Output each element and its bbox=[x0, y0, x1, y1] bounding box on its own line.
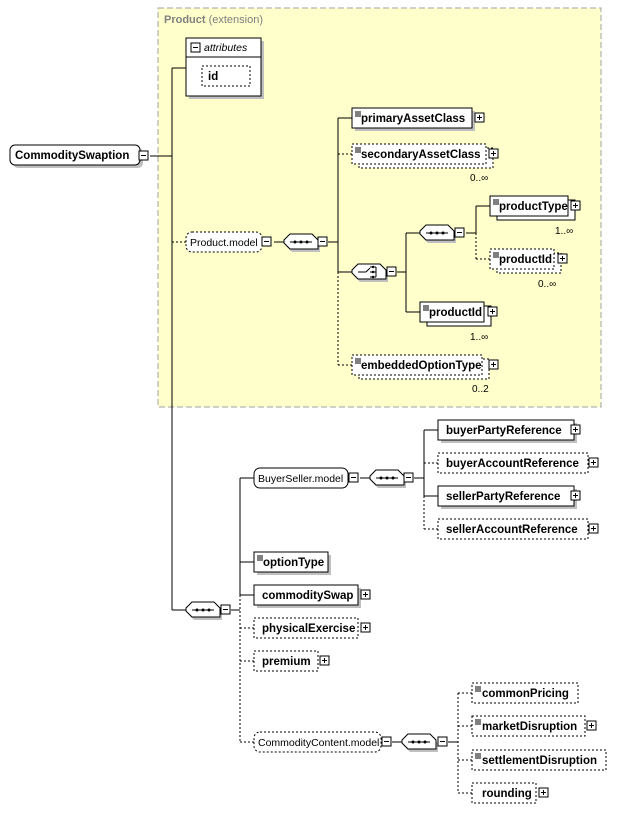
rounding-label: rounding bbox=[482, 788, 532, 800]
element-product-id[interactable]: productId bbox=[419, 301, 492, 327]
root-label: CommoditySwaption bbox=[15, 150, 129, 162]
buyer-seller-model-group[interactable]: BuyerSeller.model bbox=[253, 467, 349, 489]
choice-compositor-icon[interactable] bbox=[351, 263, 388, 282]
commodity-content-model-collapse-toggle[interactable] bbox=[381, 736, 392, 747]
common-pricing-label: commonPricing bbox=[482, 688, 569, 700]
commodity-content-sequence-collapse-toggle[interactable] bbox=[437, 736, 448, 747]
attribute-id-label: id bbox=[208, 71, 218, 83]
main-sequence-collapse-toggle[interactable] bbox=[220, 604, 231, 615]
element-rounding[interactable]: rounding bbox=[471, 782, 537, 804]
extension-subtitle: (extension) bbox=[209, 14, 263, 26]
element-market-disruption[interactable]: marketDisruption bbox=[471, 715, 586, 737]
seller-account-reference-label: sellerAccountReference bbox=[446, 524, 578, 536]
element-product-id-optional[interactable]: productId bbox=[489, 248, 562, 274]
element-embedded-option-type[interactable]: embeddedOptionType bbox=[351, 354, 490, 380]
buyer-account-reference-expand-toggle[interactable] bbox=[588, 457, 599, 468]
product-id-optional-expand-toggle[interactable] bbox=[557, 253, 568, 264]
root-collapse-toggle[interactable] bbox=[138, 150, 149, 161]
inner-sequence-compositor-icon[interactable] bbox=[419, 224, 456, 243]
root-element-commodity-swaption[interactable]: CommoditySwaption bbox=[9, 144, 143, 168]
attribute-id[interactable]: id bbox=[201, 65, 251, 87]
element-commodity-swap[interactable]: commoditySwap bbox=[253, 584, 361, 608]
element-seller-party-reference[interactable]: sellerPartyReference bbox=[437, 485, 577, 509]
product-id-cardinality: 1..∞ bbox=[470, 332, 488, 343]
buyer-party-reference-expand-toggle[interactable] bbox=[570, 424, 581, 435]
commodity-content-model-group[interactable]: CommodityContent.model bbox=[253, 731, 382, 753]
sequence-compositor-icon[interactable] bbox=[283, 233, 320, 252]
extension-title: Product bbox=[164, 14, 206, 26]
choice-collapse-toggle[interactable] bbox=[386, 266, 397, 277]
commodity-swap-expand-toggle[interactable] bbox=[360, 589, 371, 600]
product-type-label: productType bbox=[499, 201, 568, 213]
market-disruption-expand-toggle[interactable] bbox=[586, 720, 597, 731]
seller-account-reference-expand-toggle[interactable] bbox=[588, 523, 599, 534]
element-settlement-disruption[interactable]: settlementDisruption bbox=[471, 749, 607, 771]
physical-exercise-expand-toggle[interactable] bbox=[360, 622, 371, 633]
connector-lines bbox=[150, 67, 490, 794]
product-id-optional-cardinality: 0..∞ bbox=[538, 279, 556, 290]
element-option-type[interactable]: optionType bbox=[253, 551, 331, 575]
inner-sequence-collapse-toggle[interactable] bbox=[454, 227, 465, 238]
commodity-content-model-label: CommodityContent.model bbox=[258, 737, 379, 749]
sequence-collapse-toggle[interactable] bbox=[317, 236, 328, 247]
attributes-collapse-toggle[interactable] bbox=[190, 42, 201, 53]
product-model-label: Product.model bbox=[190, 237, 258, 249]
svg-text:Product(extension): Product(extension) bbox=[164, 14, 263, 26]
element-buyer-party-reference[interactable]: buyerPartyReference bbox=[437, 419, 577, 443]
element-physical-exercise[interactable]: physicalExercise bbox=[253, 617, 359, 639]
product-id-expand-toggle[interactable] bbox=[487, 306, 498, 317]
product-id-label: productId bbox=[429, 307, 482, 319]
market-disruption-label: marketDisruption bbox=[482, 721, 577, 733]
element-secondary-asset-class[interactable]: secondaryAssetClass bbox=[351, 143, 494, 169]
product-type-cardinality: 1..∞ bbox=[555, 226, 573, 237]
buyer-seller-sequence-compositor-icon[interactable] bbox=[369, 469, 406, 488]
seller-party-reference-label: sellerPartyReference bbox=[446, 491, 560, 503]
element-primary-asset-class[interactable]: primaryAssetClass bbox=[351, 107, 475, 131]
secondary-asset-class-cardinality: 0..∞ bbox=[470, 173, 488, 184]
buyer-account-reference-label: buyerAccountReference bbox=[446, 458, 579, 470]
element-seller-account-reference[interactable]: sellerAccountReference bbox=[437, 518, 589, 540]
seller-party-reference-expand-toggle[interactable] bbox=[570, 490, 581, 501]
rounding-expand-toggle[interactable] bbox=[538, 787, 549, 798]
option-type-label: optionType bbox=[263, 557, 324, 569]
buyer-seller-model-label: BuyerSeller.model bbox=[258, 473, 343, 485]
primary-asset-class-label: primaryAssetClass bbox=[361, 113, 465, 125]
embedded-option-type-cardinality: 0..2 bbox=[472, 384, 489, 395]
element-premium[interactable]: premium bbox=[253, 650, 319, 672]
buyer-party-reference-label: buyerPartyReference bbox=[446, 425, 562, 437]
secondary-asset-class-expand-toggle[interactable] bbox=[488, 148, 499, 159]
element-product-type[interactable]: productType bbox=[489, 195, 576, 221]
element-buyer-account-reference[interactable]: buyerAccountReference bbox=[437, 452, 589, 474]
primary-asset-class-expand-toggle[interactable] bbox=[474, 112, 485, 123]
buyer-seller-sequence-collapse-toggle[interactable] bbox=[403, 472, 414, 483]
premium-label: premium bbox=[262, 656, 311, 668]
product-type-expand-toggle[interactable] bbox=[570, 200, 581, 211]
settlement-disruption-label: settlementDisruption bbox=[482, 755, 597, 767]
embedded-option-type-expand-toggle[interactable] bbox=[488, 359, 499, 370]
element-common-pricing[interactable]: commonPricing bbox=[471, 682, 579, 704]
embedded-option-type-label: embeddedOptionType bbox=[361, 360, 482, 372]
product-model-collapse-toggle[interactable] bbox=[261, 236, 272, 247]
commodity-swap-label: commoditySwap bbox=[262, 590, 353, 602]
commodity-content-sequence-compositor-icon[interactable] bbox=[401, 733, 438, 752]
attributes-group: attributes id bbox=[185, 37, 264, 99]
premium-expand-toggle[interactable] bbox=[319, 655, 330, 666]
product-model-group[interactable]: Product.model bbox=[185, 231, 263, 253]
attributes-label: attributes bbox=[204, 42, 248, 54]
main-sequence-compositor-icon[interactable] bbox=[185, 601, 222, 620]
secondary-asset-class-label: secondaryAssetClass bbox=[361, 149, 481, 161]
physical-exercise-label: physicalExercise bbox=[262, 623, 355, 635]
product-id-optional-label: productId bbox=[499, 254, 552, 266]
buyer-seller-model-collapse-toggle[interactable] bbox=[348, 472, 359, 483]
